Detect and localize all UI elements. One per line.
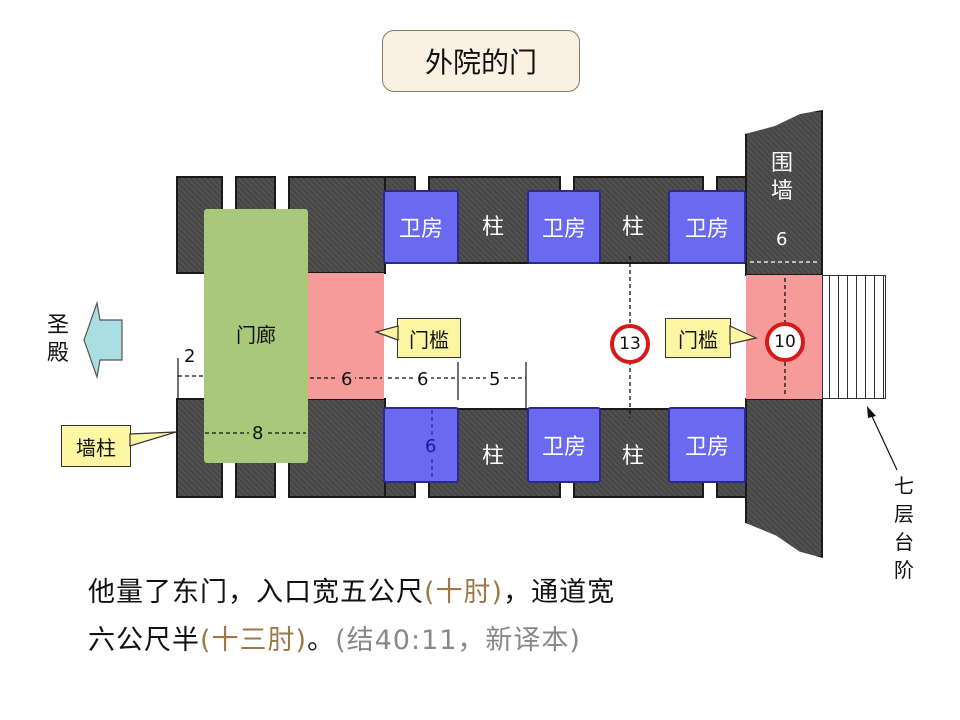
enclosure-wall-label: 围墙 bbox=[770, 151, 793, 204]
guard-room-north-2: 卫房 bbox=[527, 190, 601, 264]
dim-outer-wall: 6 bbox=[776, 229, 788, 250]
dim-guard-room-depth: 6 bbox=[425, 436, 437, 457]
wall-gap bbox=[559, 482, 575, 498]
pillar-label: 柱 bbox=[622, 215, 645, 240]
caption-line-2: 六公尺半(十三肘)。(结40:11，新译本) bbox=[88, 625, 581, 656]
diagram-title: 外院的门 bbox=[382, 30, 580, 92]
passage-width-circle: 13 bbox=[610, 324, 650, 364]
entrance-width-circle: 10 bbox=[765, 322, 805, 362]
guard-room-north-3: 卫房 bbox=[668, 190, 746, 264]
threshold-callout-inner: 门槛 bbox=[397, 318, 461, 358]
wall-gap bbox=[274, 176, 290, 210]
guard-room-south-3: 卫房 bbox=[668, 407, 746, 483]
guard-room-south-2: 卫房 bbox=[527, 407, 601, 483]
porch: 门廊 bbox=[204, 209, 308, 463]
pillar-label: 柱 bbox=[482, 215, 505, 240]
holy-place-label: 圣殿 bbox=[46, 313, 69, 366]
wall-gap bbox=[702, 482, 718, 498]
porch-label: 门廊 bbox=[236, 323, 276, 347]
wall-gap bbox=[559, 176, 575, 192]
wall-pillar-callout: 墙柱 bbox=[61, 425, 131, 467]
wall-gap bbox=[274, 462, 290, 498]
pillar-label: 柱 bbox=[482, 444, 505, 469]
seven-steps bbox=[822, 275, 886, 399]
threshold-callout-outer: 门槛 bbox=[665, 318, 731, 358]
arrow-left-icon bbox=[83, 300, 123, 380]
wall-gap bbox=[702, 176, 718, 192]
enclosure-wall-north bbox=[745, 110, 823, 276]
seven-steps-label: 七层 台阶 bbox=[894, 474, 914, 582]
wall-gap bbox=[414, 176, 430, 192]
guard-room-south-1 bbox=[383, 407, 459, 483]
pillar-label: 柱 bbox=[622, 444, 645, 469]
wall-gap bbox=[221, 462, 237, 498]
guard-room-north-1: 卫房 bbox=[383, 190, 459, 264]
dim-pillar-gap: 5 bbox=[486, 369, 504, 390]
caption-line-1: 他量了东门，入口宽五公尺(十肘)，通道宽 bbox=[88, 577, 616, 608]
wall-gap bbox=[221, 176, 237, 210]
dim-inner-threshold: 6 bbox=[338, 369, 356, 390]
dim-porch-width: 8 bbox=[249, 423, 267, 444]
dim-guard-room-length: 6 bbox=[414, 369, 432, 390]
wall-gap bbox=[414, 482, 430, 498]
dim-wall-pillar: 2 bbox=[184, 346, 196, 367]
